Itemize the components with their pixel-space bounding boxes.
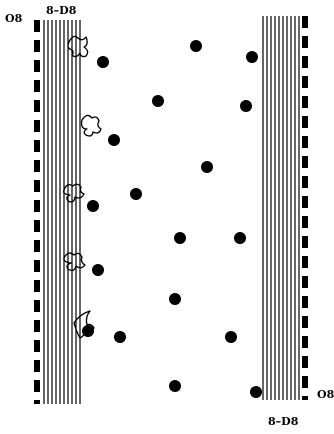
left-membrane-stripes <box>44 20 80 404</box>
right-membrane-stripes <box>263 16 299 400</box>
particle <box>92 264 104 276</box>
particle <box>82 325 94 337</box>
right-bottom-label: 8–D8 <box>268 415 299 428</box>
particle <box>190 40 202 52</box>
particle <box>250 386 262 398</box>
squiggle-3 <box>64 184 84 202</box>
particle <box>234 232 246 244</box>
particle <box>130 188 142 200</box>
particle <box>169 380 181 392</box>
particle <box>87 200 99 212</box>
squiggle-2 <box>82 115 101 136</box>
particle <box>114 331 126 343</box>
particle <box>225 331 237 343</box>
particle <box>108 134 120 146</box>
particle <box>97 56 109 68</box>
left-top-label: 8–D8 <box>46 4 77 17</box>
squiggle-molecules <box>64 36 101 338</box>
particle <box>240 100 252 112</box>
left-outer-label: O8 <box>5 12 23 25</box>
squiggle-1 <box>68 36 88 56</box>
particle <box>174 232 186 244</box>
particle <box>169 293 181 305</box>
particle <box>201 161 213 173</box>
squiggle-4 <box>64 253 85 270</box>
particles <box>82 40 262 398</box>
particle <box>246 51 258 63</box>
particle <box>152 95 164 107</box>
right-outer-label: O8 <box>317 388 334 401</box>
